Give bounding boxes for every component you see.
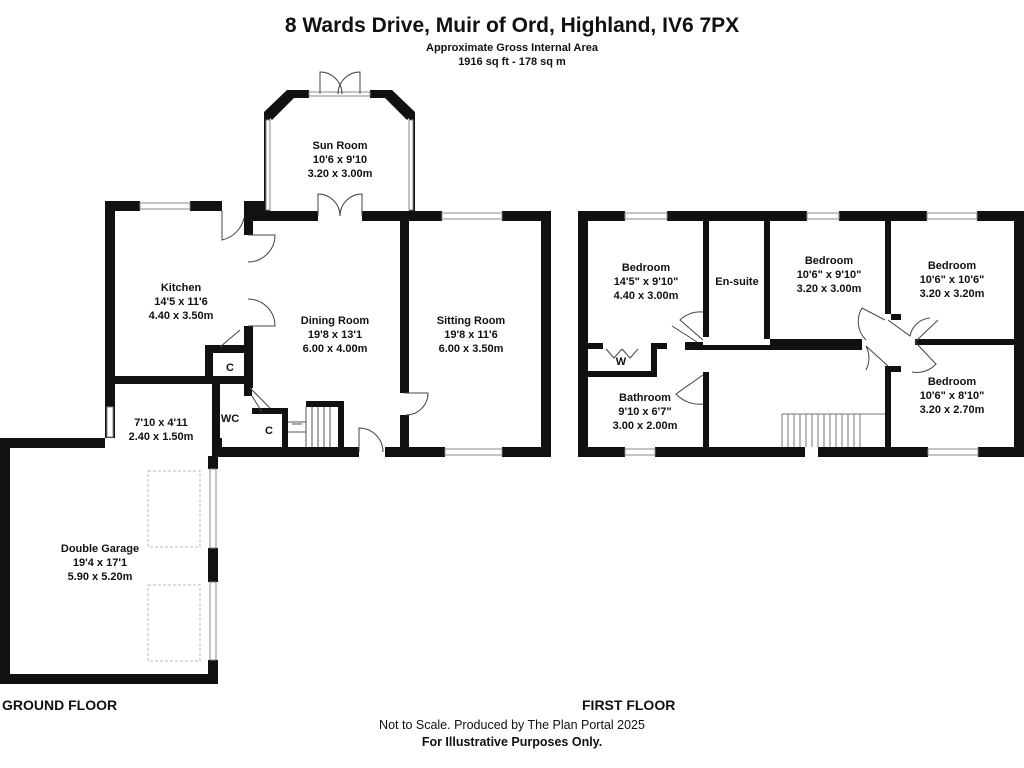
room-imperial: 10'6" x 10'6" [919,274,985,286]
room-metric: 5.90 x 5.20m [67,571,133,583]
bedroom-1-label: Bedroom 14'5" x 9'10" 4.40 x 3.00m [614,261,679,303]
dining-room-label: Dining Room 19'8 x 13'1 6.00 x 4.00m [301,314,369,356]
room-metric: 3.20 x 3.00m [796,283,862,295]
kitchen-label: Kitchen 14'5 x 11'6 4.40 x 3.50m [149,281,214,323]
room-imperial: 9'10 x 6'7" [618,406,672,418]
first-floor-label: FIRST FLOOR [582,697,676,713]
bedroom-4-label: Bedroom 10'6" x 8'10" 3.20 x 2.70m [920,375,985,417]
room-imperial: 10'6 x 9'10 [312,154,368,166]
room-imperial: 14'5 x 11'6 [154,296,208,308]
first-floor-doors [605,307,939,405]
room-imperial: 14'5" x 9'10" [613,276,679,288]
ground-floor-stairs [288,407,331,447]
room-imperial: 19'4 x 17'1 [72,557,128,569]
room-imperial: 10'6" x 8'10" [919,390,985,402]
room-metric: 4.40 x 3.00m [613,290,679,302]
page-title: 8 Wards Drive, Muir of Ord, Highland, IV… [284,14,740,37]
room-metric: 3.20 x 3.00m [307,168,373,180]
footer-note: Not to Scale. Produced by The Plan Porta… [379,718,645,732]
room-name: Dining Room [300,315,370,327]
room-metric: 4.40 x 3.50m [148,310,214,322]
room-metric: 3.00 x 2.00m [612,420,678,432]
en-suite-label: En-suite [715,275,758,289]
wc-label: WC [220,413,240,425]
room-name: Bedroom [621,262,671,274]
wardrobe-label: W [615,356,627,368]
room-name: Double Garage [60,543,140,555]
room-name: Sitting Room [436,315,506,327]
bedroom-2-label: Bedroom 10'6" x 9'10" 3.20 x 3.00m [797,254,862,296]
bathroom-label: Bathroom 9'10 x 6'7" 3.00 x 2.00m [613,391,678,433]
room-name: Kitchen [160,282,202,294]
utility-label: 7'10 x 4'11 2.40 x 1.50m [129,416,194,444]
ground-floor-doors [147,71,429,662]
sitting-room-label: Sitting Room 19'8 x 11'6 6.00 x 3.50m [437,314,505,356]
room-imperial: 19'8 x 13'1 [307,329,363,341]
ground-floor-windows [106,91,503,661]
room-metric: 6.00 x 4.00m [302,343,368,355]
footer-disclaimer: For Illustrative Purposes Only. [421,735,603,749]
room-name: Bathroom [619,392,671,404]
area-label: Approximate Gross Internal Area [426,42,598,54]
first-floor-windows [624,212,979,456]
area-value: 1916 sq ft - 178 sq m [458,56,566,68]
room-metric: 6.00 x 3.50m [438,343,504,355]
ground-floor-walls [0,90,551,684]
room-imperial: 7'10 x 4'11 [134,417,188,429]
double-garage-label: Double Garage 19'4 x 17'1 5.90 x 5.20m [61,542,139,584]
room-name: Bedroom [927,376,977,388]
ground-floor-label: GROUND FLOOR [2,697,118,713]
first-floor-walls [578,211,1024,457]
room-name: Bedroom [804,255,854,267]
room-metric: 3.20 x 3.20m [919,288,985,300]
first-floor-stairs [781,413,885,447]
room-metric: 2.40 x 1.50m [128,431,194,443]
cupboard-label: C [265,425,273,437]
room-name: Bedroom [927,260,977,272]
bedroom-3-label: Bedroom 10'6" x 10'6" 3.20 x 3.20m [920,259,985,301]
room-name: En-suite [715,276,759,288]
room-imperial: 19'8 x 11'6 [444,329,498,341]
room-imperial: 10'6" x 9'10" [796,269,862,281]
cupboard-label: C [226,362,234,374]
room-name: Sun Room [312,140,368,152]
sun-room-label: Sun Room 10'6 x 9'10 3.20 x 3.00m [308,139,373,181]
room-metric: 3.20 x 2.70m [919,404,985,416]
